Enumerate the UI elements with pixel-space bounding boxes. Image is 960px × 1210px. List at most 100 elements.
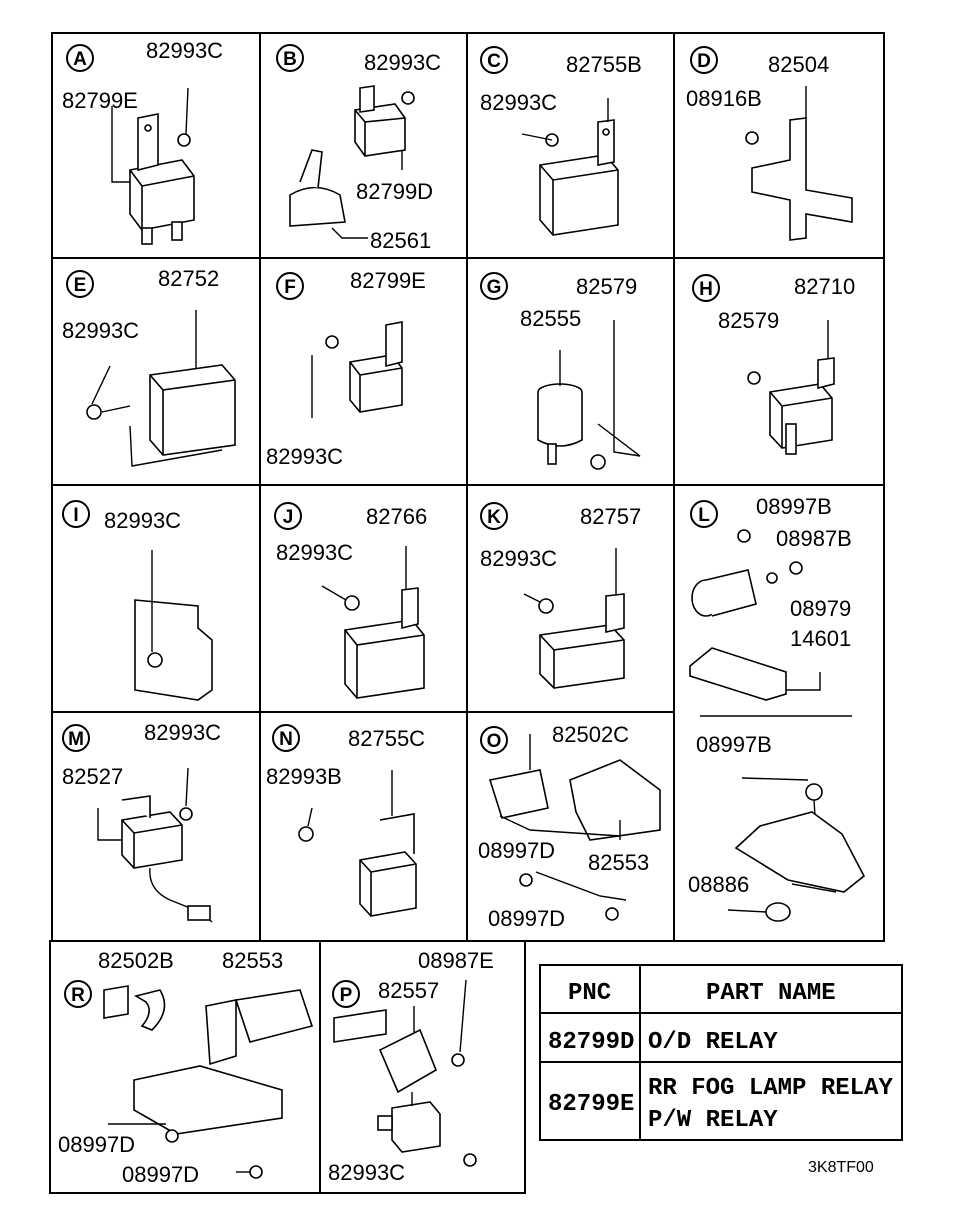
bracket-o-icon [488,734,661,921]
part-number-label: 08979 [790,596,851,621]
section-marker-l: L [690,500,718,528]
section-marker-k: K [480,502,508,530]
relay-k-icon [523,548,625,689]
part-number-label: 08997D [488,906,565,931]
relay-b-icon [289,85,415,239]
relay-a-icon [111,87,195,245]
section-letter: N [279,729,293,750]
section-marker-o: O [480,726,508,754]
section-letter: E [74,275,87,296]
part-number-label: 82993C [328,1160,405,1185]
section-marker-i: I [62,500,90,528]
bracket-r-icon [103,985,314,1179]
part-number-label: 82579 [718,308,779,333]
section-marker-r: R [64,980,92,1008]
section-letter: C [487,51,501,72]
part-number-label: 82757 [580,504,641,529]
relay-f-icon [311,321,403,418]
part-number-label: 82993B [266,764,342,789]
section-marker-b: B [276,44,304,72]
parts-l-icon [689,529,866,922]
part-number-label: 82993C [144,720,221,745]
part-number-label: 82993C [146,38,223,63]
part-number-label: 82710 [794,274,855,299]
part-number-label: 82553 [588,850,649,875]
section-marker-n: N [272,724,300,752]
section-letter: K [487,507,501,528]
part-number-label: 82502C [552,722,629,747]
part-number-label: 82993C [104,508,181,533]
table-cell-part-name: RR FOG LAMP RELAY [648,1075,893,1102]
part-number-label: 82993C [266,444,343,469]
part-number-label: 82993C [480,546,557,571]
section-marker-p: P [332,980,360,1008]
table-cell-part-name: O/D RELAY [648,1029,778,1056]
part-number-label: 82799E [62,88,138,113]
section-marker-j: J [274,502,302,530]
section-marker-f: F [276,272,304,300]
part-number-label: 82579 [576,274,637,299]
table-cell-part-name: P/W RELAY [648,1107,778,1134]
section-letter: H [699,279,713,300]
section-marker-g: G [480,272,508,300]
section-marker-d: D [690,46,718,74]
section-letter: G [487,277,502,298]
section-letter: I [73,505,78,526]
part-number-label: 82993C [364,50,441,75]
part-number-label: 08997D [122,1162,199,1187]
diagram-code: 3K8TF00 [808,1159,874,1176]
part-number-label: 08916B [686,86,762,111]
part-number-label: 82799E [350,268,426,293]
section-letter: A [73,49,87,70]
table-header-pnc: PNC [568,980,611,1007]
part-number-label: 82557 [378,978,439,1003]
section-letter: D [697,51,711,72]
relay-e-icon [86,310,236,467]
part-number-label: 82766 [366,504,427,529]
part-number-label: 08987E [418,948,494,973]
table-cell-pnc: 82799D [548,1029,634,1056]
relay-h-icon [747,320,835,455]
part-number-label: 82553 [222,948,283,973]
part-number-label: 82561 [370,228,431,253]
flasher-g-icon [537,320,641,470]
section-marker-h: H [692,274,720,302]
part-number-label: 08997D [58,1132,135,1157]
part-number-label: 14601 [790,626,851,651]
bracket-i-icon [134,550,213,701]
part-number-label: 08886 [688,872,749,897]
section-letter: O [487,731,502,752]
section-letter: L [698,505,710,526]
part-illustrations [86,85,866,1179]
section-letter: R [71,985,85,1006]
part-number-label: 82993C [62,318,139,343]
section-letter: J [283,507,294,528]
part-number-label: 82993C [276,540,353,565]
part-number-label: 82755C [348,726,425,751]
part-number-label: 82799D [356,179,433,204]
table-header-part-name: PART NAME [706,980,836,1007]
part-number-label: 82752 [158,266,219,291]
bracket-d-icon [745,86,853,241]
part-number-label: 08997B [756,494,832,519]
section-letter: B [283,49,297,70]
relay-j-icon [321,546,425,699]
part-number-label: 82504 [768,52,829,77]
section-letter: M [68,729,84,750]
parts-p-icon [333,979,477,1167]
part-number-label: 82502B [98,948,174,973]
table-cell-pnc: 82799E [548,1091,634,1118]
part-number-label: 82527 [62,764,123,789]
section-marker-c: C [480,46,508,74]
part-number-label: 82555 [520,306,581,331]
pnc-table: PNC PART NAME 82799D O/D RELAY 82799E RR… [539,964,903,1141]
part-number-label: 08987B [776,526,852,551]
section-letter: F [284,277,296,298]
section-marker-e: E [66,270,94,298]
relay-n-icon [298,770,417,917]
section-marker-a: A [66,44,94,72]
relay-m-icon [97,767,213,923]
grid-frame [49,32,885,1194]
